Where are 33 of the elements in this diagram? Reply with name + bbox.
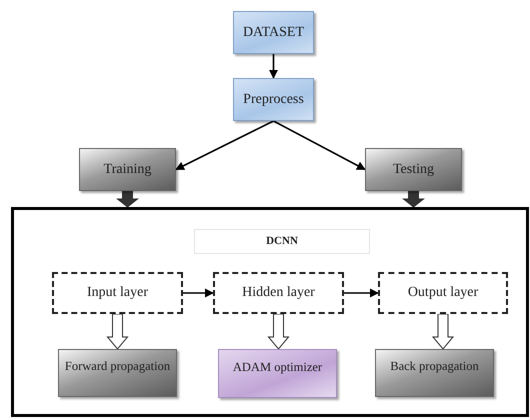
title-box: [194, 229, 370, 254]
block-arrow: [116, 190, 139, 208]
process-box: [365, 148, 462, 191]
process-box: [218, 349, 337, 398]
arrow: [344, 288, 379, 298]
box-label: Input layer: [86, 285, 148, 301]
block-arrow: [432, 314, 454, 350]
box-label: Forward propagation: [64, 360, 170, 374]
block-arrow: [106, 314, 129, 350]
arrow: [269, 54, 278, 79]
box-label: Back propagation: [390, 360, 479, 374]
box-label: DCNN: [266, 235, 298, 248]
arrow: [273, 120, 366, 170]
container-box: [11, 207, 529, 417]
box-label: ADAM optimizer: [232, 360, 322, 374]
box-label: Preprocess: [243, 92, 304, 108]
layer-box: [213, 272, 344, 314]
process-box: [79, 148, 176, 191]
process-box: [58, 349, 177, 397]
arrow: [175, 120, 274, 170]
arrow: [183, 288, 214, 298]
box-label: Testing: [392, 162, 434, 178]
process-box: [233, 78, 314, 121]
process-box: [375, 349, 494, 397]
block-arrow: [267, 314, 290, 350]
block-arrow: [402, 190, 425, 208]
box-label: Hidden layer: [242, 285, 315, 301]
layer-box: [378, 272, 508, 314]
process-box: [233, 11, 314, 54]
box-label: Output layer: [408, 285, 478, 301]
box-label: Training: [104, 162, 152, 178]
box-label: DATASET: [242, 24, 304, 40]
layer-box: [52, 272, 183, 314]
